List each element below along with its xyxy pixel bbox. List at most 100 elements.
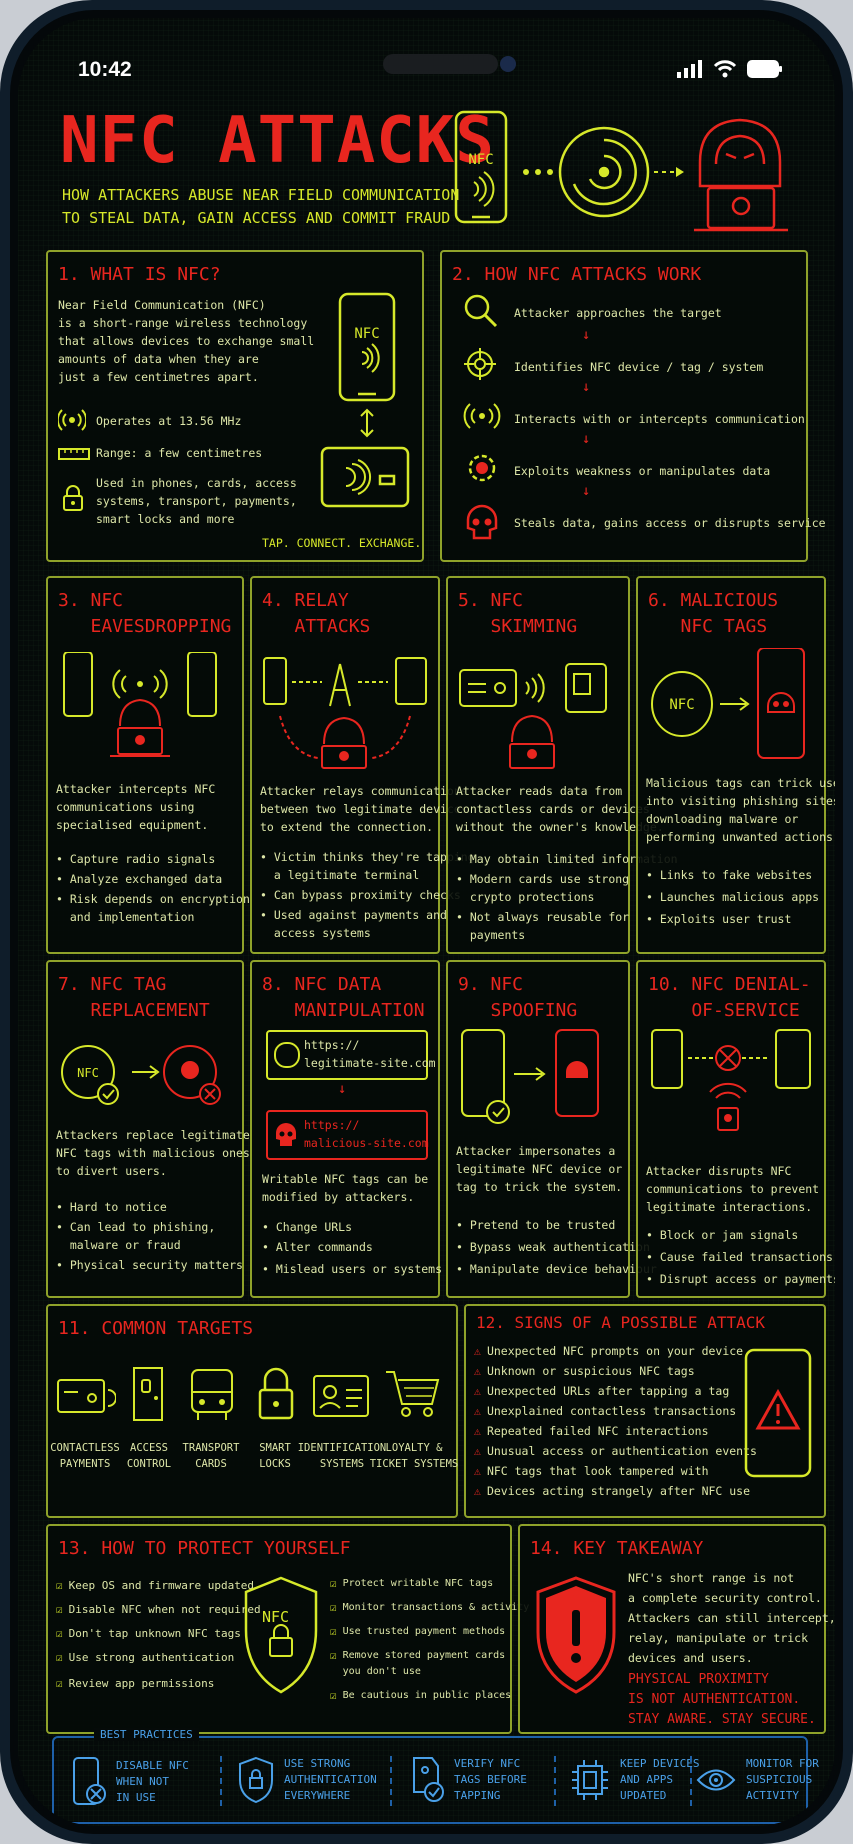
warning-item: ⚠NFC tags that look tampered with (474, 1464, 709, 1478)
divider (390, 1756, 392, 1806)
warning-icon: ⚠ (474, 1404, 481, 1418)
checklist-item: ☑Be cautious in public places (330, 1689, 512, 1702)
bullet-item: • Can bypass proximity checks (260, 888, 461, 902)
checkbox-icon: ☑ (330, 1601, 337, 1614)
takeaway-body: NFC's short range is not a complete secu… (628, 1571, 835, 1665)
signal-interact-icon (463, 403, 501, 429)
bullet-item: • Block or jam signals (646, 1228, 799, 1242)
warning-icon: ⚠ (474, 1364, 481, 1378)
card-icon (57, 1379, 116, 1413)
bug-gear-icon (468, 454, 496, 482)
warning-item: ⚠Unusual access or authentication events (474, 1444, 757, 1458)
checklist-item: ☑Disable NFC when not required (56, 1603, 261, 1616)
relay-illustration (263, 657, 427, 769)
bullet-item: • Links to fake websites (646, 868, 813, 882)
best-practice-item: VERIFY NFC TAGS BEFORE TAPPING (408, 1756, 527, 1804)
section-body: Attacker intercepts NFC communications u… (56, 782, 216, 832)
section-common-targets: 11. COMMON TARGETS CONTACTLESS PAYMENTS … (46, 1304, 458, 1518)
dos-illustration (651, 1029, 811, 1131)
section-how-attacks-work: 2. HOW NFC ATTACKS WORK Attacker approac… (440, 250, 826, 562)
attack-step: Interacts with or intercepts communicati… (514, 412, 805, 426)
shield-alert-icon (536, 1576, 616, 1694)
section-body: Writable NFC tags can be modified by att… (262, 1172, 429, 1204)
bullet-item: • Physical security matters (56, 1258, 243, 1272)
eavesdropping-illustration (63, 652, 217, 757)
bullet-item: • Risk depends on encryption and impleme… (56, 892, 250, 924)
attack-step: Attacker approaches the target (514, 306, 722, 320)
bullet-item: • Capture radio signals (56, 852, 216, 866)
bullet-item: • Used against payments and access syste… (260, 908, 447, 940)
lock-icon (258, 1367, 294, 1420)
section-protect-yourself: 13. HOW TO PROTECT YOURSELF ☑Keep OS and… (46, 1524, 529, 1734)
eye-icon (696, 1769, 736, 1791)
best-practices-bar: BEST PRACTICES DISABLE NFC WHEN NOT IN U… (52, 1728, 819, 1824)
divider (690, 1756, 692, 1806)
section-denial-of-service: 10. NFC DENIAL- OF-SERVICE Attacker disr… (636, 960, 835, 1298)
step-arrow: ↓ (582, 379, 591, 395)
header-phone-nfc-label: NFC (468, 152, 493, 168)
nfc-tagline: TAP. CONNECT. EXCHANGE. (262, 536, 422, 550)
section-title: 4. RELAY ATTACKS (262, 590, 371, 637)
svg-text:NFC: NFC (77, 1066, 99, 1080)
bullet-item: • Not always reusable for payments (456, 910, 630, 942)
target-label: CONTACTLESS PAYMENTS (50, 1442, 120, 1470)
warning-icon: ⚠ (474, 1344, 481, 1358)
checklist-item: ☑Review app permissions (56, 1677, 215, 1690)
bullet-item: • Disrupt access or payments (646, 1272, 835, 1286)
section-body: Malicious tags can trick users into visi… (646, 776, 835, 844)
attack-step: Exploits weakness or manipulates data (514, 464, 771, 478)
checkbox-icon: ☑ (56, 1677, 63, 1690)
bus-icon (191, 1369, 233, 1420)
warning-item: ⚠Unknown or suspicious NFC tags (474, 1364, 695, 1378)
warning-item: ⚠Unexplained contactless transactions (474, 1404, 737, 1418)
skull-icon (276, 1123, 296, 1146)
best-practice-item: KEEP DEVICES AND APPS UPDATED (570, 1756, 699, 1804)
dynamic-island (383, 54, 498, 74)
section-what-is-nfc: 1. WHAT IS NFC? Near Field Communication… (46, 250, 424, 562)
step-arrow: ↓ (582, 431, 591, 447)
tag-check-icon (413, 1757, 444, 1802)
ruler-icon (58, 448, 90, 460)
bullet-item: • Launches malicious apps (646, 890, 820, 904)
section-title: 12. SIGNS OF A POSSIBLE ATTACK (476, 1313, 765, 1332)
page-title: NFC ATTACKS (60, 104, 495, 178)
legitimate-url: https:// legitimate-site.com (304, 1038, 436, 1070)
divider (554, 1756, 556, 1806)
warning-icon: ⚠ (474, 1424, 481, 1438)
bullet-item: • Alter commands (262, 1240, 373, 1254)
legitimate-url-box: https:// legitimate-site.com (266, 1030, 436, 1080)
section-title: 3. NFC EAVESDROPPING (58, 590, 232, 637)
phone-icon (454, 110, 508, 224)
section-spoofing: 9. NFC SPOOFING Attacker impersonates a … (446, 960, 657, 1298)
section-data-manipulation: 8. NFC DATA MANIPULATION https:// legiti… (250, 960, 443, 1298)
hacker-icon (694, 118, 788, 232)
section-malicious-tags: 6. MALICIOUS NFC TAGS NFC Malicious tags… (636, 576, 835, 954)
bullet-item: • Can lead to phishing, malware or fraud (56, 1220, 216, 1252)
id-card-icon (313, 1375, 369, 1417)
section-body: Attacker relays communications between t… (260, 784, 468, 834)
checklist-item: ☑Use trusted payment methods (330, 1625, 506, 1638)
bullet-item: • Mislead users or systems (262, 1262, 443, 1276)
target-label: IDENTIFICATION SYSTEMS (297, 1442, 387, 1470)
section-title: 5. NFC SKIMMING (458, 590, 578, 637)
wifi-icon (713, 60, 737, 78)
checklist-item: ☑Don't tap unknown NFC tags (56, 1627, 241, 1640)
cart-icon (386, 1371, 440, 1417)
target-label: SMART LOCKS (259, 1442, 291, 1470)
checkbox-icon: ☑ (330, 1577, 337, 1590)
section-key-takeaway: 14. KEY TAKEAWAY NFC's short range is no… (518, 1524, 835, 1734)
warning-icon: ⚠ (474, 1384, 481, 1398)
subtitle-line-1: HOW ATTACKERS ABUSE NEAR FIELD COMMUNICA… (62, 186, 460, 204)
svg-text:NFC: NFC (354, 326, 379, 342)
bullet-item: • Bypass weak authentication (456, 1240, 650, 1254)
status-time: 10:42 (78, 58, 132, 81)
crosshair-icon (464, 348, 496, 380)
spoofing-illustration (461, 1029, 599, 1124)
section-tag-replacement: 7. NFC TAG REPLACEMENT NFC Attackers rep… (46, 960, 250, 1298)
bullet-item: • Exploits user trust (646, 912, 792, 926)
svg-text:NFC: NFC (669, 697, 694, 713)
section-title: 7. NFC TAG REPLACEMENT (58, 974, 210, 1021)
attack-step: Steals data, gains access or disrupts se… (514, 516, 826, 530)
header-illustration: NFC (454, 110, 788, 232)
checklist-item: ☑Protect writable NFC tags (330, 1577, 494, 1590)
